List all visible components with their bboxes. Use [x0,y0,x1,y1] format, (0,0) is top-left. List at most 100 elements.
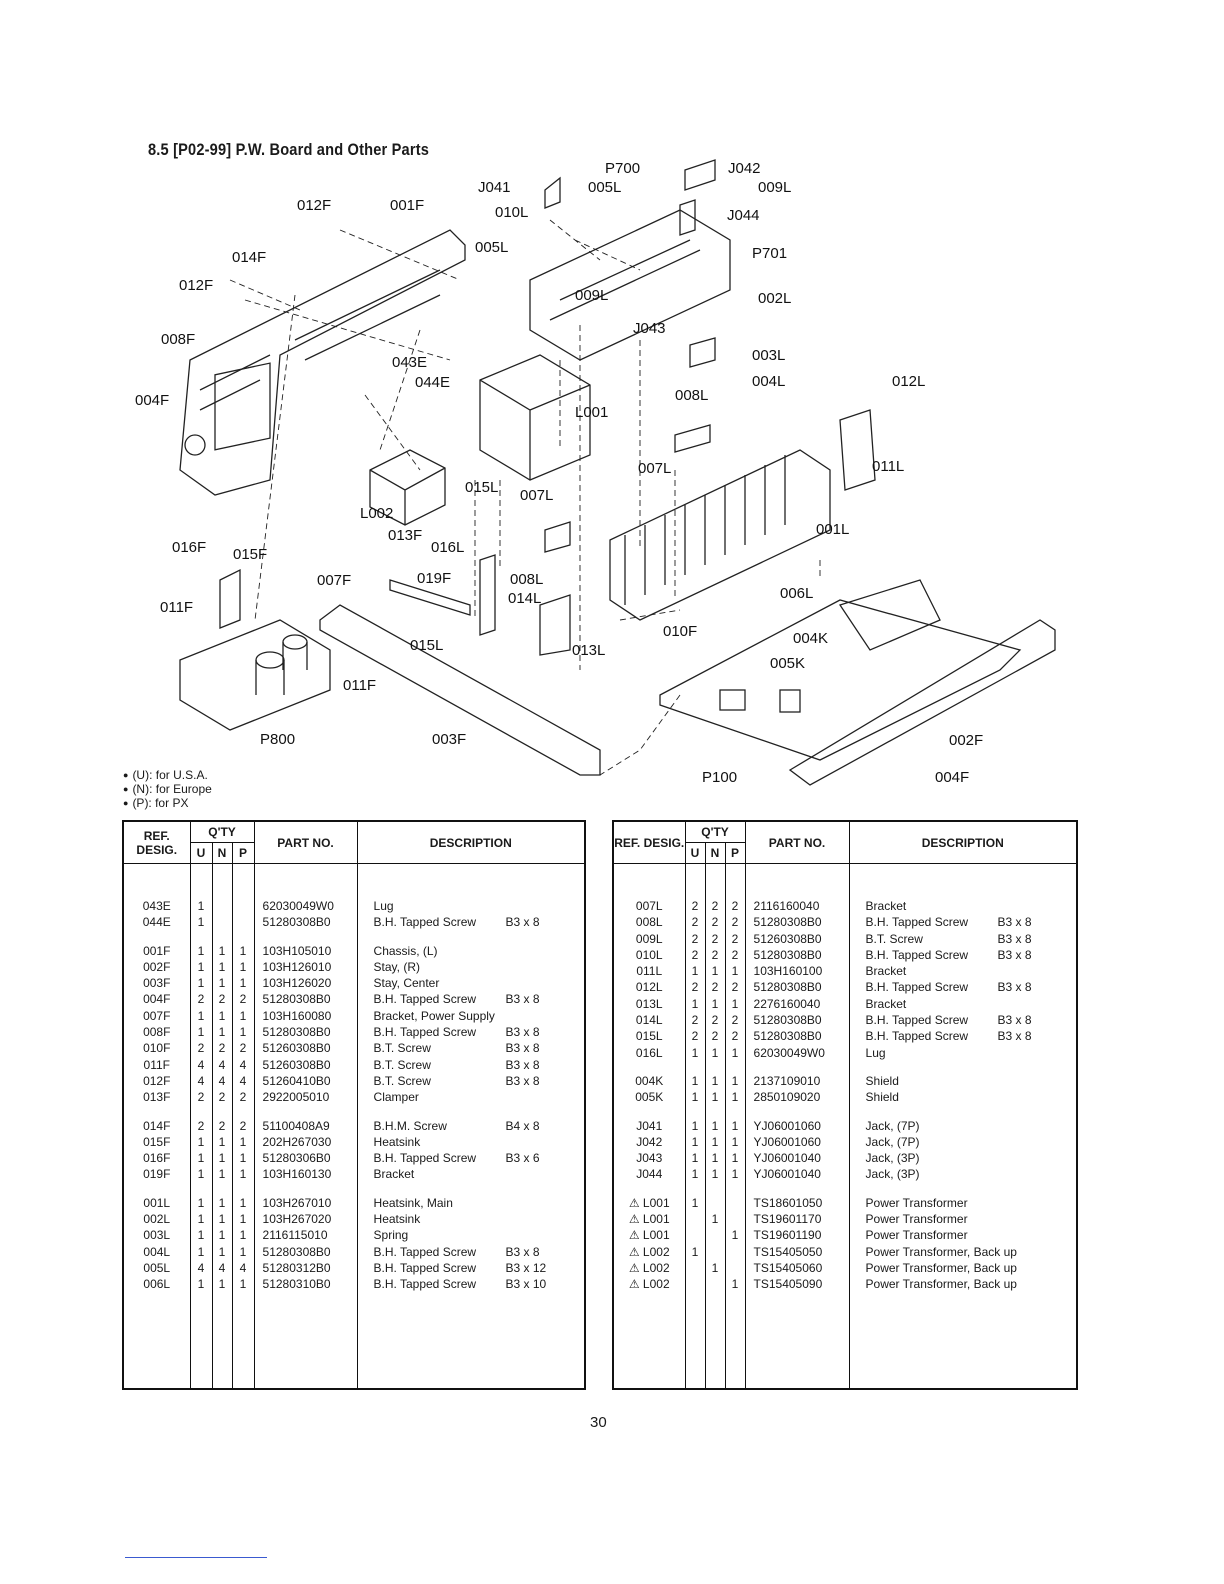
page-number: 30 [590,1414,607,1431]
ref-desig: 043E [122,898,191,915]
qty-n: 2 [704,930,726,947]
qty-u: 1 [189,1211,213,1228]
ref-desig: 007L [612,898,686,915]
screw-size: B3 x 8 [505,1057,540,1072]
ref-desig: 004K [612,1072,686,1090]
part-number: 2850109020 [744,1089,850,1106]
qty-u: 2 [684,946,706,964]
description: Heatsink [356,1211,586,1228]
qty-u: 2 [189,1040,213,1057]
qty-n: 1 [704,1072,726,1090]
description-text: Power Transformer, Back up [865,1244,1017,1259]
legend-px: (P): for PX [123,796,212,810]
ref-desig: 013F [122,1089,191,1106]
qty-u: 1 [684,995,706,1013]
callout-label: 044E [415,374,450,391]
qty-p: 1 [231,975,255,992]
pcb-power-drawing [179,619,331,731]
ref-desig: 010F [122,1040,191,1057]
description: Power Transformer, Back up [848,1259,1078,1277]
part-number: 51280308B0 [253,914,358,931]
callout-label: L002 [360,505,393,522]
qty-u: 1 [684,1243,706,1260]
qty-u: 1 [684,1133,706,1151]
screw-size: B3 x 8 [997,980,1032,995]
qty-p: 1 [724,1117,746,1134]
part-number: YJ06001040 [744,1166,850,1183]
callout-label: P700 [605,160,640,177]
qty-p: 1 [231,1243,255,1260]
callout-label: 015F [233,546,267,563]
part-number: 103H267020 [253,1211,358,1228]
ref-desig: 003F [122,975,191,992]
callout-label: 043E [392,354,427,371]
qty-n [704,1194,726,1212]
region-legend: (U): for U.S.A. (N): for Europe (P): for… [123,768,212,810]
qty-u [684,1259,706,1277]
description-text: Power Transformer, Back up [865,1260,1017,1275]
header-qty: Q'TY [189,820,255,843]
qty-p: 1 [231,1133,255,1151]
callout-label: 019F [417,570,451,587]
ref-desig: 008F [122,1024,191,1041]
qty-p: 1 [231,1007,255,1025]
qty-n: 1 [704,1089,726,1106]
callout-label: 011L [872,458,904,475]
callout-label: 010F [663,623,697,640]
description-text: Stay, (R) [373,959,420,974]
transformer-main-drawing [479,354,591,481]
description: Spring [356,1227,586,1244]
qty-u: 1 [189,1007,213,1025]
qty-p: 2 [724,1012,746,1029]
ref-desig: ⚠ L002 [612,1259,686,1277]
ref-desig: 016F [122,1150,191,1167]
part-number: TS19601170 [744,1211,850,1228]
description-text: Clamper [373,1090,419,1105]
pcb-main-drawing [659,599,1022,761]
qty-n: 2 [704,1012,726,1029]
qty-n: 4 [211,1259,233,1277]
qty-u: 2 [684,1012,706,1029]
qty-n [211,914,233,931]
part-number: 51280308B0 [744,1012,850,1029]
ref-desig: 002L [122,1211,191,1228]
ref-desig: 012F [122,1072,191,1090]
ref-desig: 012L [612,979,686,996]
qty-u [684,1211,706,1228]
qty-p: 4 [231,1056,255,1073]
legend-europe: (N): for Europe [123,782,211,796]
qty-p: 2 [231,1089,255,1106]
ref-desig: 016L [612,1044,686,1061]
part-number: TS15405060 [744,1259,850,1277]
part-number: 2276160040 [744,995,850,1013]
qty-p: 2 [724,914,746,931]
part-number: YJ06001060 [744,1117,850,1134]
qty-u: 2 [189,991,213,1008]
qty-u: 2 [684,979,706,996]
description-text: B.H. Tapped Screw [373,1277,477,1292]
callout-label: 009L [758,179,791,196]
description: Bracket [356,1166,586,1183]
qty-n [211,898,233,915]
qty-p: 1 [231,1150,255,1167]
description-text: B.H. Tapped Screw [373,992,477,1007]
callout-label: 007L [638,460,671,477]
qty-n: 1 [704,1044,726,1061]
ref-desig: 005K [612,1089,686,1106]
part-number: 103H160100 [744,963,850,980]
